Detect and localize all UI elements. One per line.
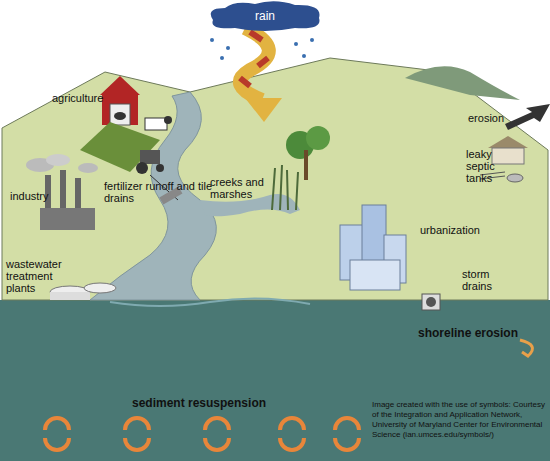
hill <box>405 66 520 100</box>
callout-label: erosion <box>468 112 518 124</box>
callout-label: industry <box>10 190 70 202</box>
treatment-plant <box>50 283 116 300</box>
callout-label: storm drains <box>462 268 512 292</box>
callout-label: fertilizer runoff and tile drains <box>104 180 222 204</box>
shore-swirl <box>520 340 533 356</box>
barn <box>100 76 172 130</box>
storm-drain <box>422 294 440 310</box>
callout-label: creeks and marshes <box>210 176 272 200</box>
callout-label: sediment resuspension <box>132 396 292 410</box>
rain-cloud: rain <box>205 0 325 32</box>
raindrops <box>210 38 314 60</box>
cloud-label: rain <box>205 9 325 23</box>
city <box>340 205 406 290</box>
callout-label: agriculture <box>52 92 142 104</box>
callout-label: Image created with the use of symbols: C… <box>372 400 546 440</box>
trees <box>272 126 330 210</box>
land <box>2 58 548 300</box>
erosion-arrow <box>505 104 550 130</box>
callout-label: shoreline erosion <box>418 326 528 340</box>
water <box>0 300 550 461</box>
rain-arrow <box>240 28 282 122</box>
callout-label: leaky septic tanks <box>466 148 518 184</box>
callout-label: urbanization <box>420 224 500 236</box>
sediment-swirls <box>45 418 359 450</box>
wave <box>110 298 310 306</box>
callout-label: wastewater treatment plants <box>6 258 78 294</box>
